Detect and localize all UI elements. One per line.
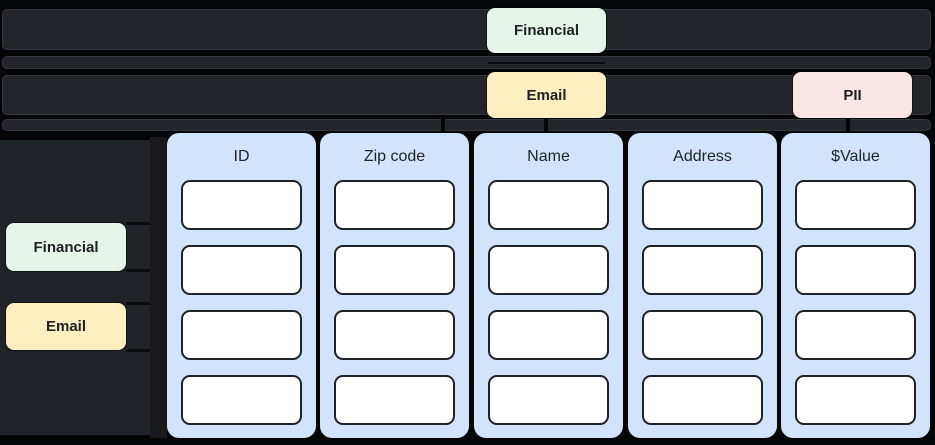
table-cell [795, 245, 916, 295]
table-column-id: ID [167, 133, 316, 438]
email-tag-sidebar: Email [6, 303, 126, 350]
table-cell [642, 375, 763, 425]
table-cell [642, 310, 763, 360]
table-cell [488, 180, 609, 230]
table-cell [795, 375, 916, 425]
email-tag-top: Email [487, 72, 606, 118]
conveyor-lane-middle [2, 75, 931, 115]
table-cell [795, 180, 916, 230]
financial-tag-top: Financial [487, 8, 606, 53]
panel-slot-mark [126, 222, 150, 225]
table-column-zipcode: Zip code [320, 133, 469, 438]
table-column-value: $Value [781, 133, 930, 438]
lane-seam [544, 119, 548, 131]
column-header: Name [527, 147, 570, 165]
pii-tag-top: PII [793, 72, 912, 118]
panel-shadow-band [150, 137, 167, 438]
table-column-name: Name [474, 133, 623, 438]
table-cell [334, 310, 455, 360]
table-cell [334, 245, 455, 295]
table-cell [488, 245, 609, 295]
column-header: Zip code [363, 147, 426, 165]
financial-tag-sidebar: Financial [6, 223, 126, 271]
conveyor-strip-lower [2, 119, 931, 131]
table-cell [181, 375, 302, 425]
panel-slot-mark [126, 269, 150, 272]
conveyor-strip-upper [2, 56, 931, 69]
lane-seam [441, 119, 445, 131]
conveyor-lane-top [2, 9, 931, 50]
column-header: Address [673, 147, 732, 165]
table-cell [795, 310, 916, 360]
panel-slot-mark [126, 349, 150, 352]
panel-slot-mark [126, 302, 150, 305]
table-cell [642, 180, 763, 230]
column-header: $Value [831, 147, 880, 165]
lane-slot-mark [488, 62, 605, 64]
table-cell [334, 180, 455, 230]
table-cell [334, 375, 455, 425]
table-cell [181, 180, 302, 230]
table-cell [181, 245, 302, 295]
table-column-address: Address [628, 133, 777, 438]
table-cell [181, 310, 302, 360]
lane-seam [846, 119, 850, 131]
table-cell [488, 375, 609, 425]
tag-holder-panel [0, 137, 150, 438]
column-header: ID [233, 147, 250, 165]
table-cell [488, 310, 609, 360]
table-cell [642, 245, 763, 295]
